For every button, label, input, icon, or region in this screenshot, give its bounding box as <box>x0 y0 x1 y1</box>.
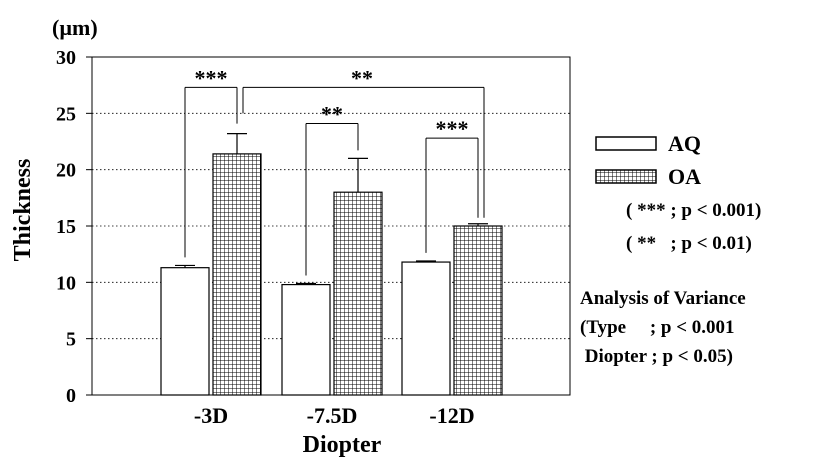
y-axis-unit-label: (µm) <box>52 15 98 40</box>
bars <box>160 133 503 396</box>
bar-oa <box>453 225 503 396</box>
y-tick-label: 0 <box>66 385 76 407</box>
y-tick-label: 5 <box>66 329 76 351</box>
y-tick-label: 20 <box>56 160 76 182</box>
y-tick-label: 15 <box>56 216 76 238</box>
legend-label-aq: AQ <box>668 131 701 156</box>
bar-aq <box>401 261 451 396</box>
legend-note-p001: ( *** ; p < 0.001) <box>626 200 762 221</box>
y-tick-label: 25 <box>56 103 76 125</box>
bar-oa <box>333 191 383 396</box>
significance-label: ** <box>321 101 343 126</box>
y-tick-label: 30 <box>56 47 76 69</box>
significance-brackets: ********** <box>184 65 485 276</box>
y-axis-ticks: 0 5 10 15 20 25 30 <box>56 47 92 407</box>
bar-aq <box>281 283 331 396</box>
bar-aq <box>160 267 210 396</box>
anova-line-diopter: Diopter ; p < 0.05) <box>580 346 733 367</box>
x-tick-label: -12D <box>429 403 474 428</box>
significance-label: ** <box>351 65 373 90</box>
x-axis-tick-labels: -3D -7.5D -12D <box>194 403 475 428</box>
anova-line-type: (Type ; p < 0.001 <box>580 317 735 338</box>
x-axis-title: Diopter <box>303 432 382 458</box>
x-tick-label: -3D <box>194 403 228 428</box>
anova-title: Analysis of Variance <box>580 288 746 309</box>
legend-swatch-aq <box>595 136 657 151</box>
legend-note-p01: ( ** ; p < 0.01) <box>626 233 752 254</box>
significance-label: *** <box>436 116 469 141</box>
significance-label: *** <box>195 65 228 90</box>
legend-label-oa: OA <box>668 164 701 189</box>
bar-oa <box>212 153 262 396</box>
legend-swatch-oa <box>595 169 657 184</box>
y-axis-title: Thickness <box>10 159 36 262</box>
y-tick-label: 10 <box>56 272 76 294</box>
x-tick-label: -7.5D <box>307 403 358 428</box>
